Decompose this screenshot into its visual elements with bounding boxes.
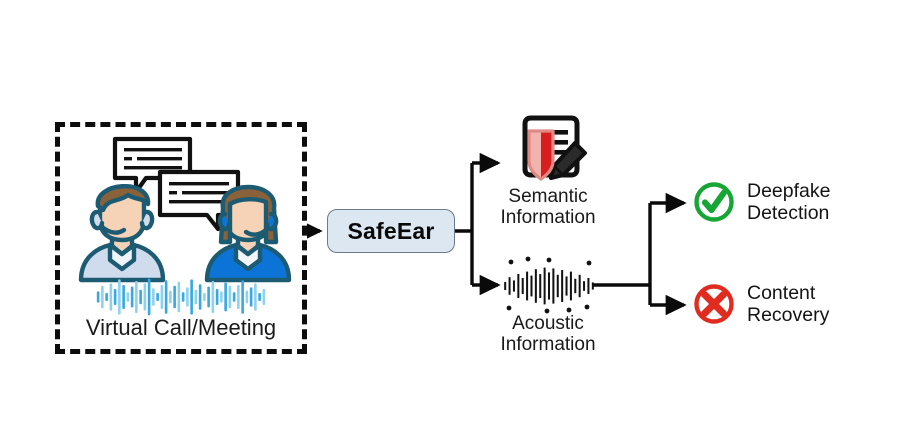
speech-bubbles-group [112,136,241,232]
semantic-branch-label: Semantic Information [470,186,626,229]
content-recovery-label: Content Recovery [747,282,829,326]
deepfake-detection-line1: Deepfake [747,180,831,202]
participant-left-avatar [78,184,166,283]
outcome-deepfake-detection: Deepfake Detection [692,180,830,224]
semantic-label-line1: Semantic [508,186,588,207]
audio-waveform-icon [504,256,594,314]
deepfake-detection-label: Deepfake Detection [747,180,830,224]
content-recovery-line1: Content [747,282,816,304]
content-recovery-line2: Recovery [747,304,830,327]
check-circle-icon [694,182,734,222]
outcome-content-recovery: Content Recovery [692,282,829,326]
safeear-label: SafeEar [347,217,435,244]
deepfake-detection-line2: Detection [747,202,830,225]
document-shield-pencil-icon [522,115,587,181]
participant-right-avatar [204,184,292,283]
acoustic-branch-label: Acoustic Information [470,313,626,356]
acoustic-label-line2: Information [500,334,596,356]
acoustic-label-line1: Acoustic [512,313,584,334]
audio-waveform-icon [96,278,266,316]
cross-circle-icon [694,284,734,324]
virtual-call-label: Virtual Call/Meeting [85,315,277,340]
semantic-label-line2: Information [500,207,596,229]
bubble-top-left-icon [112,136,193,195]
safeear-node[interactable]: SafeEar [327,209,455,253]
